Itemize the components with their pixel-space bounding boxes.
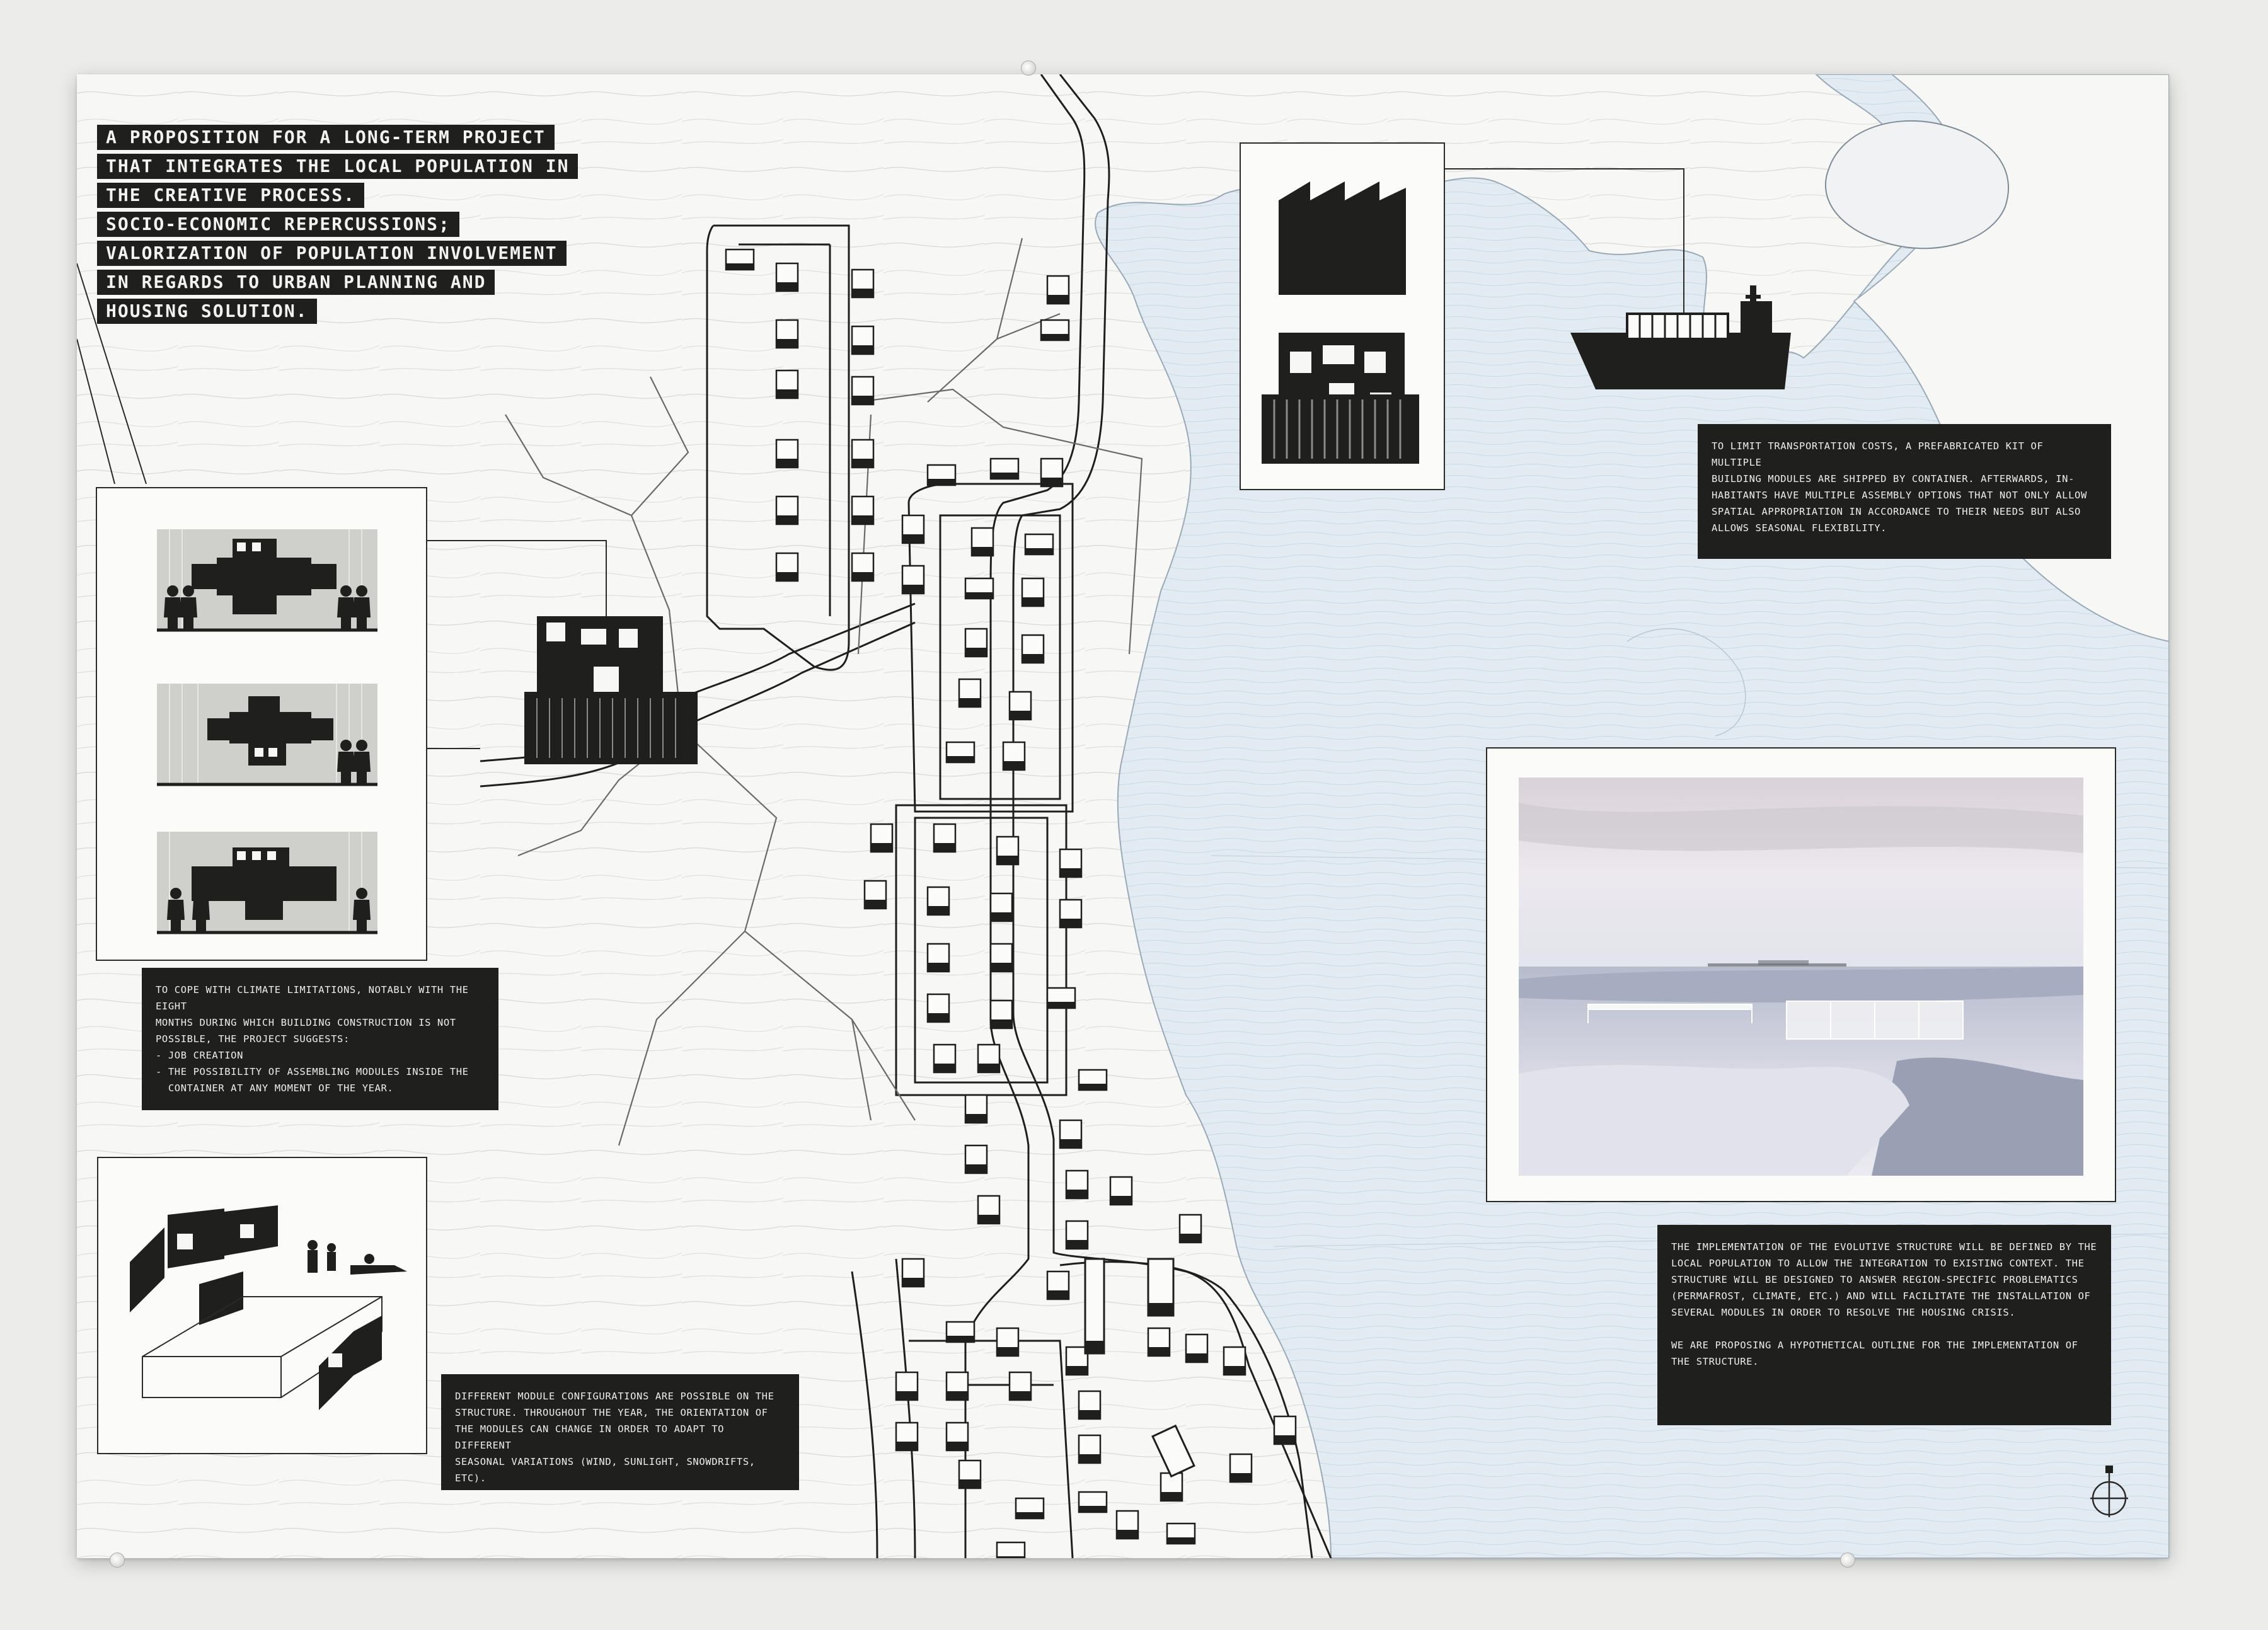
title-line: THE CREATIVE PROCESS. [97,183,365,208]
caption-line: TO LIMIT TRANSPORTATION COSTS, A PREFABR… [1712,440,2044,468]
title-line: IN REGARDS TO URBAN PLANNING AND [97,270,495,295]
container-module-stack [524,616,698,764]
title-line: A PROPOSITION FOR A LONG-TERM PROJECT [97,125,555,150]
caption-line: SPATIAL APPROPRIATION IN ACCORDANCE TO T… [1712,506,2081,517]
factory-icon [1279,181,1406,295]
caption-climate: TO COPE WITH CLIMATE LIMITATIONS, NOTABL… [142,968,498,1110]
caption-line: SEVERAL MODULES IN ORDER TO RESOLVE THE … [1671,1307,2016,1318]
title-line: SOCIO-ECONOMIC REPERCUSSIONS; [97,212,459,237]
caption-line: TO COPE WITH CLIMATE LIMITATIONS, NOTABL… [156,984,469,1012]
pushpin [1840,1553,1855,1568]
caption-line: ALLOWS SEASONAL FLEXIBILITY. [1712,522,1887,534]
caption-line: MONTHS DURING WHICH BUILDING CONSTRUCTIO… [156,1017,456,1028]
title-line: THAT INTEGRATES THE LOCAL POPULATION IN [97,154,579,179]
caption-line: LOCAL POPULATION TO ALLOW THE INTEGRATIO… [1671,1258,2085,1269]
caption-configurations: DIFFERENT MODULE CONFIGURATIONS ARE POSS… [441,1374,799,1490]
assembly-scene-1 [157,529,377,632]
structure-rendering [1587,1001,1964,1040]
caption-line: DIFFERENT MODULE CONFIGURATIONS ARE POSS… [455,1391,774,1402]
north-arrow-icon [2090,1466,2128,1517]
title-block: A PROPOSITION FOR A LONG-TERM PROJECT TH… [97,125,579,328]
caption-line: THE IMPLEMENTATION OF THE EVOLUTIVE STRU… [1671,1241,2097,1253]
caption-line: STRUCTURE WILL BE DESIGNED TO ANSWER REG… [1671,1274,2078,1285]
poster-board: A PROPOSITION FOR A LONG-TERM PROJECT TH… [77,74,2169,1558]
caption-line: CONTAINER AT ANY MOMENT OF THE YEAR. [156,1082,394,1094]
caption-line: THE MODULES CAN CHANGE IN ORDER TO ADAPT… [455,1423,725,1451]
module-configuration-sketch [130,1205,407,1410]
pushpin [110,1553,125,1568]
title-line: VALORIZATION OF POPULATION INVOLVEMENT [97,241,567,266]
title-line: HOUSING SOLUTION. [97,299,317,324]
caption-line: HABITANTS HAVE MULTIPLE ASSEMBLY OPTIONS… [1712,490,2087,501]
configuration-panel [97,1157,427,1454]
caption-line: WE ARE PROPOSING A HYPOTHETICAL OUTLINE … [1671,1340,2078,1351]
caption-line: (PERMAFROST, CLIMATE, ETC.) AND WILL FAC… [1671,1290,2091,1302]
pushpin [1021,60,1036,76]
assembly-scene-2 [157,684,377,786]
caption-line: BUILDING MODULES ARE SHIPPED BY CONTAINE… [1712,473,2075,485]
assembly-scene-3 [157,832,377,934]
caption-line: SEASONAL VARIATIONS (WIND, SUNLIGHT, SNO… [455,1456,756,1484]
assembly-panel [96,487,427,961]
rendering-photo-frame [1486,747,2116,1202]
container-ship-icon [1570,285,1791,389]
caption-implementation: THE IMPLEMENTATION OF THE EVOLUTIVE STRU… [1657,1225,2111,1425]
caption-line: POSSIBLE, THE PROJECT SUGGESTS: [156,1033,350,1045]
caption-line: STRUCTURE. THROUGHOUT THE YEAR, THE ORIE… [455,1407,768,1418]
snow-landscape-rendering [1519,778,2083,1176]
caption-line: - THE POSSIBILITY OF ASSEMBLING MODULES … [156,1066,469,1077]
shipping-container-icon [1262,394,1419,464]
caption-line: - JOB CREATION [156,1050,244,1061]
caption-transport: TO LIMIT TRANSPORTATION COSTS, A PREFABR… [1698,424,2111,559]
caption-line: THE STRUCTURE. [1671,1356,1759,1367]
